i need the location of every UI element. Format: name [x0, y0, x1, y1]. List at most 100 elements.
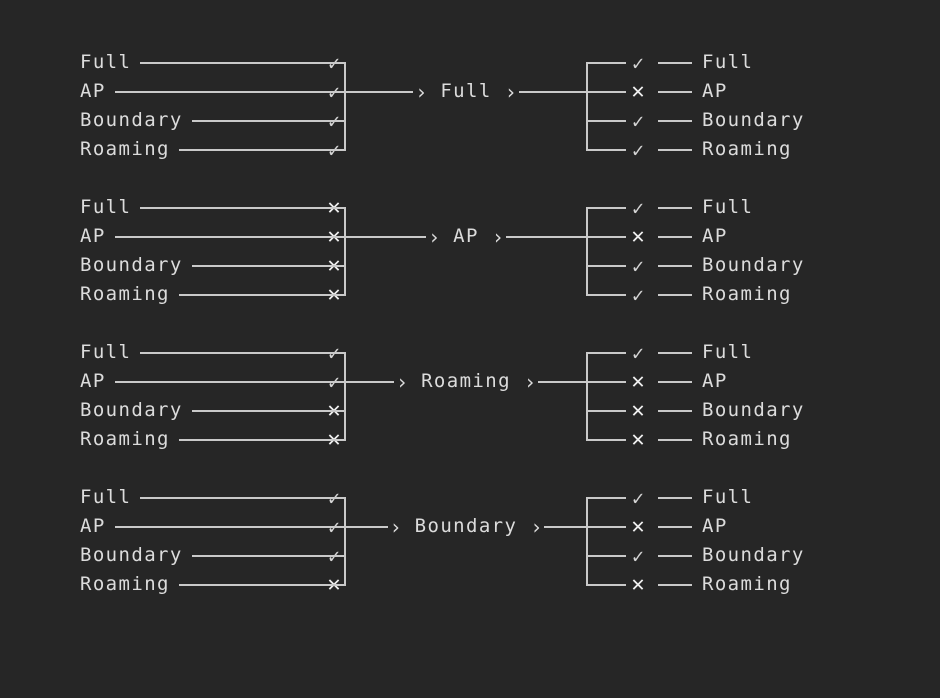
- bracket-arm: [586, 236, 626, 238]
- connector-line: [140, 206, 313, 209]
- cross-icon: ✕: [631, 368, 645, 394]
- bracket-spine: [586, 62, 588, 150]
- bracket-arm: [586, 149, 626, 151]
- bracket-arm: [306, 497, 346, 499]
- bracket-arm: [306, 439, 346, 441]
- bracket-arm: [306, 555, 346, 557]
- connector-line: [114, 235, 313, 238]
- bracket-arm: [586, 91, 626, 93]
- input-label: Roaming: [80, 428, 170, 450]
- check-icon: ✓: [631, 108, 645, 133]
- output-label: Full: [702, 486, 754, 508]
- bracket-spine: [344, 352, 346, 440]
- bracket-arm: [306, 120, 346, 122]
- check-icon: ✓: [631, 137, 645, 162]
- input-bracket: [306, 483, 346, 599]
- input-bracket: [306, 338, 346, 454]
- center-label: Roaming: [421, 370, 511, 392]
- chevron-right-icon: ›: [523, 369, 536, 394]
- check-icon: ✓: [631, 195, 645, 220]
- flow-group: Full ✓ AP ✓ Boundary ✓ Roaming ✓: [0, 48, 940, 164]
- input-label: AP: [80, 80, 106, 102]
- bracket-arm: [306, 62, 346, 64]
- output-label: AP: [702, 80, 728, 102]
- bracket-spine: [586, 497, 588, 585]
- bracket-arm: [586, 526, 626, 528]
- connector-line: [658, 61, 692, 64]
- output-label: Boundary: [702, 254, 805, 276]
- check-icon: ✓: [631, 253, 645, 278]
- center-node: › AP ›: [346, 222, 586, 251]
- inputs-column: Full ✓ AP ✓ Boundary ✓ Roaming ✓: [80, 48, 346, 164]
- output-row: ✓ Full: [626, 483, 906, 512]
- output-label: AP: [702, 225, 728, 247]
- output-label: Boundary: [702, 544, 805, 566]
- outputs-column: ✓ Full ✕ AP ✓ Boundary ✓ Roaming: [626, 193, 906, 309]
- cross-icon: ✕: [631, 397, 645, 423]
- output-row: ✓ Roaming: [626, 280, 906, 309]
- input-label: Full: [80, 341, 132, 363]
- bracket-arm: [586, 555, 626, 557]
- output-label: Roaming: [702, 573, 792, 595]
- input-label: AP: [80, 225, 106, 247]
- chevron-right-icon: ›: [491, 224, 504, 249]
- input-label: AP: [80, 515, 106, 537]
- connector-line: [191, 554, 313, 557]
- connector-line: [658, 264, 692, 267]
- output-row: ✕ AP: [626, 367, 906, 396]
- connector-line: [658, 525, 692, 528]
- connector-line: [658, 554, 692, 557]
- bracket-arm: [306, 149, 346, 151]
- output-row: ✓ Boundary: [626, 106, 906, 135]
- center-label: Boundary: [414, 515, 518, 537]
- output-row: ✓ Roaming: [626, 135, 906, 164]
- chevron-right-icon: ›: [428, 224, 441, 249]
- bracket-spine: [586, 352, 588, 440]
- bracket-arm: [586, 439, 626, 441]
- output-row: ✕ Roaming: [626, 425, 906, 454]
- cross-icon: ✕: [631, 571, 645, 597]
- bracket-arm: [586, 265, 626, 267]
- input-label: Boundary: [80, 254, 183, 276]
- output-label: Roaming: [702, 283, 792, 305]
- check-icon: ✓: [631, 282, 645, 307]
- input-label: Boundary: [80, 399, 183, 421]
- cross-icon: ✕: [631, 426, 645, 452]
- connector-line: [114, 525, 313, 528]
- input-label: Roaming: [80, 138, 170, 160]
- bracket-spine: [344, 497, 346, 585]
- input-bracket: [306, 48, 346, 164]
- bracket-arm: [306, 265, 346, 267]
- connector-line: [658, 380, 692, 383]
- bracket-arm: [586, 294, 626, 296]
- connector-line: [658, 351, 692, 354]
- input-label: Roaming: [80, 573, 170, 595]
- outputs-column: ✓ Full ✕ AP ✓ Boundary ✕ Roaming: [626, 483, 906, 599]
- connector-line: [178, 583, 313, 586]
- input-bracket: [306, 193, 346, 309]
- check-icon: ✓: [631, 340, 645, 365]
- output-row: ✕ AP: [626, 77, 906, 106]
- arrow-shaft: [346, 235, 427, 238]
- output-row: ✓ Boundary: [626, 251, 906, 280]
- connector-line: [191, 119, 313, 122]
- chevron-right-icon: ›: [530, 514, 543, 539]
- connector-line: [178, 148, 313, 151]
- input-row: Full ✓: [80, 338, 346, 367]
- arrow-shaft: [537, 380, 586, 383]
- output-row: ✕ AP: [626, 512, 906, 541]
- connector-line: [658, 119, 692, 122]
- input-row: Roaming ✕: [80, 280, 346, 309]
- center-node: › Boundary ›: [346, 512, 586, 541]
- output-row: ✕ AP: [626, 222, 906, 251]
- input-row: Boundary ✓: [80, 106, 346, 135]
- bracket-arm: [586, 207, 626, 209]
- input-label: AP: [80, 370, 106, 392]
- connector-line: [114, 380, 313, 383]
- bracket-spine: [344, 62, 346, 150]
- connector-line: [658, 409, 692, 412]
- bracket-arm: [306, 584, 346, 586]
- output-label: Full: [702, 341, 754, 363]
- inputs-column: Full ✕ AP ✕ Boundary ✕ Roaming ✕: [80, 193, 346, 309]
